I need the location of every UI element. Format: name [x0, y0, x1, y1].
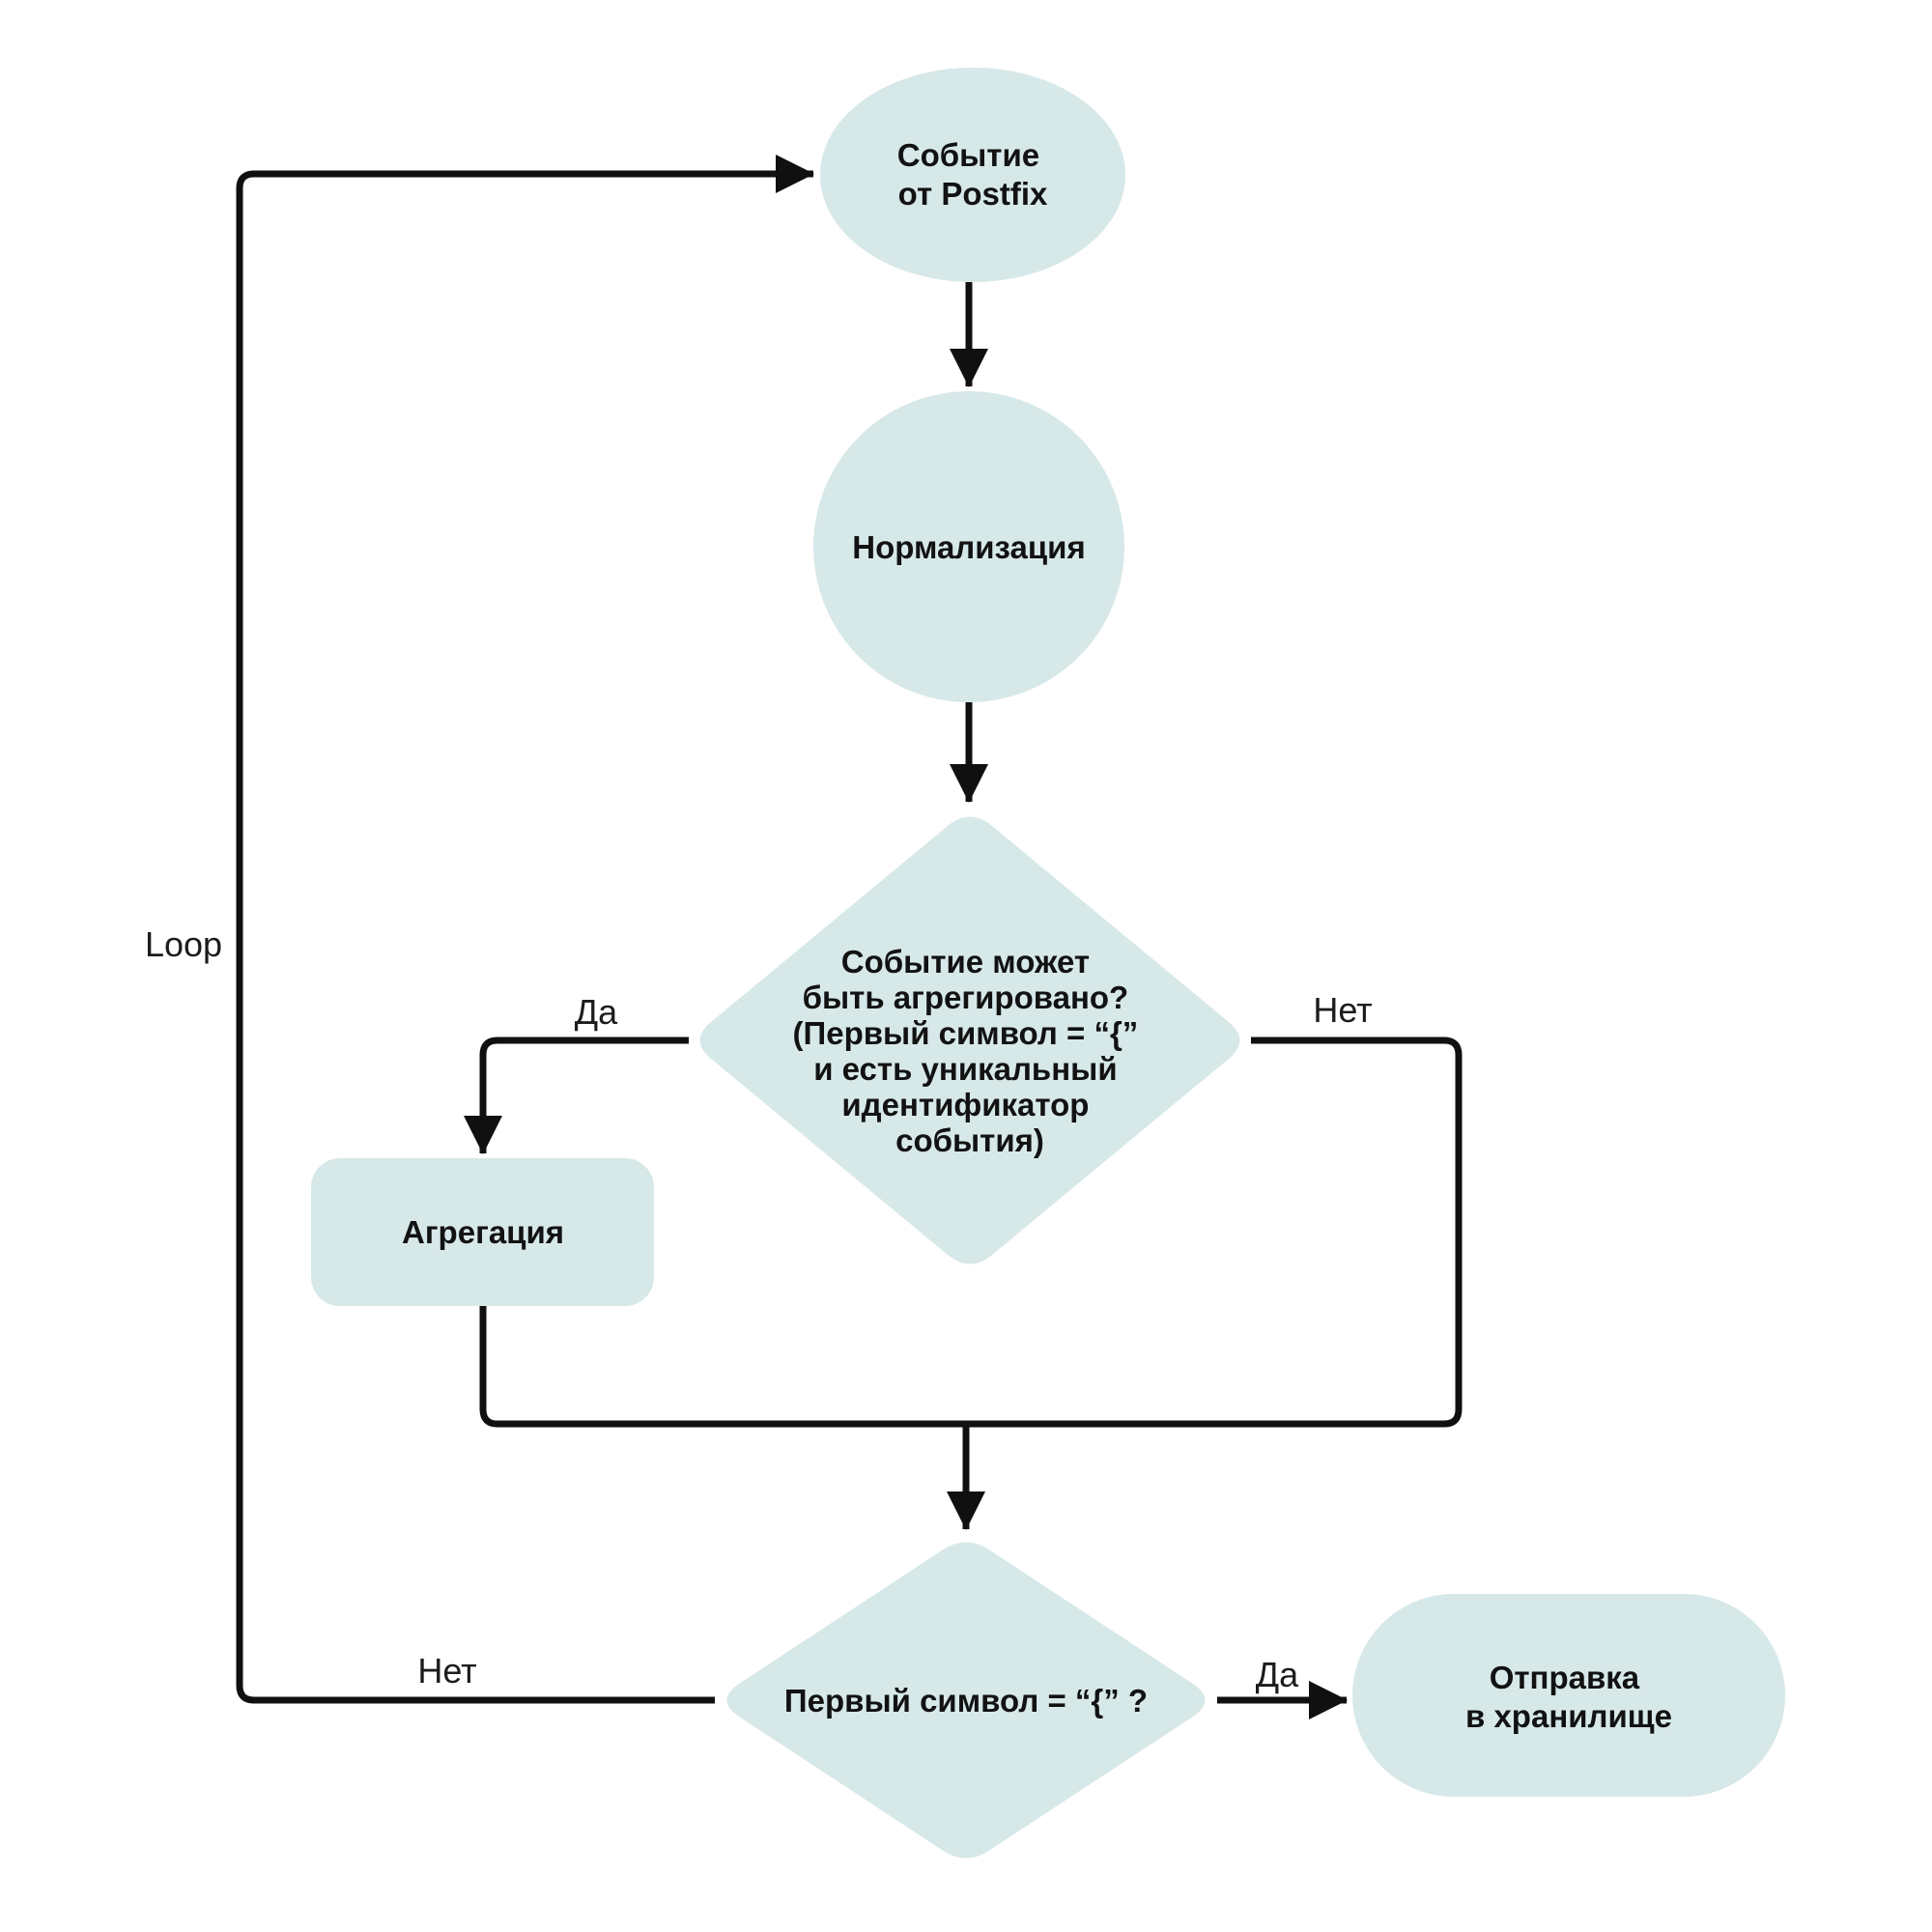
- aggregation-check-line-5: идентификатор: [841, 1087, 1089, 1122]
- send-to-storage-stadium-shape: [1352, 1594, 1785, 1797]
- normalization-label: Нормализация: [852, 529, 1085, 565]
- edge-loop-back: [236, 155, 814, 1704]
- start-label: Событие от Postfix: [897, 137, 1049, 212]
- node-send-to-storage: Отправка в хранилище: [1352, 1594, 1785, 1797]
- send-to-storage-label: Отправка в хранилище: [1465, 1660, 1672, 1734]
- send-to-storage-line-1: Отправка: [1490, 1660, 1640, 1695]
- edge-label-aggregation-yes: Да: [575, 992, 618, 1032]
- send-to-storage-line-2: в хранилище: [1465, 1698, 1672, 1734]
- aggregation-label: Агрегация: [402, 1214, 564, 1250]
- aggregation-check-label: Событие может быть агрегировано? (Первый…: [793, 944, 1148, 1158]
- edge-aggregation-yes: [464, 1037, 689, 1154]
- aggregation-check-diamond-shape: [699, 816, 1240, 1264]
- first-char-check-diamond-shape: [726, 1542, 1206, 1859]
- aggregation-check-line-1: Событие может: [841, 944, 1090, 980]
- aggregation-check-line-4: и есть уникальный: [813, 1051, 1117, 1087]
- node-aggregation-check: Событие может быть агрегировано? (Первый…: [699, 816, 1240, 1264]
- edge-aggregation-no: [966, 1037, 1463, 1428]
- aggregation-check-line-6: события): [895, 1122, 1044, 1158]
- normalization-circle-shape: [813, 391, 1124, 702]
- first-char-check-label: Первый символ = “{” ?: [784, 1683, 1148, 1719]
- edge-label-first-char-yes: Да: [1256, 1655, 1299, 1694]
- node-normalization: Нормализация: [813, 391, 1124, 702]
- start-label-line-2: от Postfix: [898, 176, 1048, 212]
- node-aggregation: Агрегация: [311, 1158, 654, 1306]
- node-first-char-check: Первый символ = “{” ?: [726, 1542, 1206, 1859]
- start-ellipse-shape: [820, 68, 1125, 282]
- edge-label-first-char-no: Нет: [417, 1651, 476, 1690]
- aggregation-check-line-2: быть агрегировано?: [803, 980, 1129, 1015]
- edge-merge-to-first-char-check: [479, 1306, 985, 1530]
- aggregation-check-line-3: (Первый символ = “{”: [793, 1015, 1139, 1051]
- aggregation-rect-shape: [311, 1158, 654, 1306]
- edge-label-loop: Loop: [145, 924, 222, 964]
- node-start: Событие от Postfix: [820, 68, 1125, 282]
- edge-label-aggregation-no: Нет: [1313, 990, 1372, 1030]
- start-label-line-1: Событие: [897, 137, 1039, 173]
